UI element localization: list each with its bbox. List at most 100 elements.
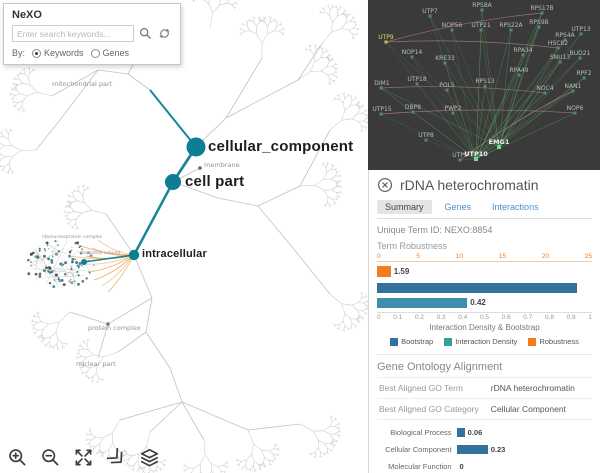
term-label-ribonucleoprotein-complex[interactable]: ribonucleoprotein complex (42, 234, 102, 240)
gene-label-PWP2[interactable]: PWP2 (445, 105, 462, 112)
network-node-RPS9B[interactable] (537, 25, 541, 29)
ontology-node-cluster[interactable] (81, 259, 87, 265)
network-node-RPA49[interactable] (517, 73, 521, 77)
network-node-RPS22A[interactable] (509, 28, 513, 32)
network-node-NOP14[interactable] (410, 55, 414, 59)
gene-label-NOC4[interactable]: NOC4 (536, 85, 553, 92)
network-node-UTP13[interactable] (579, 32, 583, 36)
network-node-EMG1[interactable] (497, 145, 501, 149)
node-label-cell-part[interactable]: cell part (185, 173, 245, 190)
gene-label-BUD21[interactable]: BUD21 (570, 50, 591, 57)
network-node-UTP18[interactable] (415, 82, 419, 86)
ontology-node-cell-part[interactable] (165, 174, 181, 190)
gene-label-DBP8[interactable]: DBP8 (405, 104, 421, 111)
gene-label-EMG1[interactable]: EMG1 (489, 138, 510, 146)
gene-label-RPS9B[interactable]: RPS9B (529, 19, 549, 26)
network-node-RPF2[interactable] (582, 76, 586, 80)
gene-label-RPA34[interactable]: RPA34 (513, 47, 532, 54)
network-node-RPS4A[interactable] (563, 38, 567, 42)
network-node-UTP5[interactable] (458, 158, 462, 162)
term-label-protein-complex[interactable]: protein complex (88, 324, 141, 332)
gene-network-panel[interactable]: UTP9 UTP7 RPS8A RPS17B NOP56 UTP21 RPS22A RPS9B… (368, 0, 600, 170)
gene-label-RPS17B[interactable]: RPS17B (530, 5, 553, 12)
term-label-membrane[interactable]: membrane (204, 161, 240, 169)
network-node-UTP10[interactable] (474, 157, 478, 161)
gene-label-RPA49[interactable]: RPA49 (509, 67, 528, 74)
term-label-ribosomal-subunit[interactable]: ribosomal subunit (80, 250, 121, 256)
network-node-DIM1[interactable] (379, 86, 383, 90)
network-node-POL5[interactable] (445, 88, 449, 92)
node-label-cellular-component[interactable]: cellular_component (208, 138, 354, 155)
network-node-DBP8[interactable] (411, 110, 415, 114)
gene-label-NOP6[interactable]: NOP6 (567, 105, 584, 112)
gene-label-POL5[interactable]: POL5 (439, 82, 455, 89)
fit-to-screen-button[interactable] (71, 445, 95, 469)
network-node-NAN1[interactable] (571, 89, 575, 93)
go-bar-zone: 0.23 (456, 444, 592, 454)
network-node-NOP6[interactable] (573, 111, 577, 115)
network-node-PWP2[interactable] (451, 111, 455, 115)
network-node-NOP56[interactable] (450, 28, 454, 32)
network-node-UTP7[interactable] (428, 14, 432, 18)
gene-label-HSC82[interactable]: HSC82 (548, 40, 568, 47)
gene-label-SNU13[interactable]: SNU13 (550, 54, 571, 61)
node-label-intracellular[interactable]: intracellular (142, 248, 207, 260)
gene-label-DIM1[interactable]: DIM1 (374, 80, 390, 87)
gene-label-UTP5[interactable]: UTP5 (452, 152, 468, 159)
gene-label-RPS22A[interactable]: RPS22A (499, 22, 523, 29)
gene-label-UTP18[interactable]: UTP18 (407, 76, 426, 83)
radio-genes-circle[interactable] (90, 48, 100, 58)
ontology-node-intracellular[interactable] (128, 249, 140, 261)
network-node-SNU13[interactable] (558, 60, 562, 64)
gene-label-UTP21[interactable]: UTP21 (471, 22, 490, 29)
gene-label-KRE33[interactable]: KRE33 (435, 55, 455, 62)
radio-keywords-circle[interactable] (32, 48, 42, 58)
radio-genes[interactable]: Genes (90, 48, 129, 58)
zoom-in-button[interactable] (5, 445, 29, 469)
gene-label-UTP7[interactable]: UTP7 (422, 8, 438, 15)
ontology-node-cellular-component[interactable] (186, 137, 206, 157)
network-node-RPS13[interactable] (483, 84, 487, 88)
network-node-KRE33[interactable] (443, 61, 447, 65)
gene-label-UTP13[interactable]: UTP13 (571, 26, 590, 33)
tab-genes[interactable]: Genes (444, 202, 472, 212)
radio-keywords[interactable]: Keywords (32, 48, 84, 58)
tick-label: 10 (455, 253, 463, 260)
network-node-UTP9[interactable] (384, 40, 388, 44)
gene-label-RPS8A[interactable]: RPS8A (472, 2, 492, 9)
refresh-icon[interactable] (157, 26, 172, 41)
network-node-RPS17B[interactable] (540, 11, 544, 15)
zoom-out-button[interactable] (38, 445, 62, 469)
gene-label-RPF2[interactable]: RPF2 (576, 70, 591, 77)
term-label-mitochondrial-part[interactable]: mitochondrial part (52, 80, 113, 88)
go-category-label: Molecular Function (388, 461, 452, 471)
network-node-HSC82[interactable] (556, 46, 560, 50)
gene-label-RPS4A[interactable]: RPS4A (555, 32, 575, 39)
fit-selection-button[interactable] (104, 445, 128, 469)
gene-label-NOP56[interactable]: NOP56 (442, 22, 463, 29)
tick-label: 20 (541, 253, 549, 260)
tab-summary[interactable]: Summary (377, 200, 432, 214)
network-node-UTP21[interactable] (479, 28, 483, 32)
gene-label-UTP9[interactable]: UTP9 (378, 34, 394, 41)
layers-button[interactable] (137, 445, 161, 469)
gene-label-UTP15[interactable]: UTP15 (372, 106, 391, 113)
ontology-canvas[interactable]: mitochondrial part membrane protein comple… (0, 0, 368, 473)
search-icon[interactable] (138, 26, 153, 41)
network-node-RPS8A[interactable] (480, 8, 484, 12)
gene-label-UTP10[interactable]: UTP10 (464, 150, 488, 158)
term-label-nuclear-part[interactable]: nuclear part (76, 360, 116, 368)
network-node-RPA34[interactable] (521, 53, 525, 57)
gene-label-UTP8[interactable]: UTP8 (418, 132, 434, 139)
gene-label-NAN1[interactable]: NAN1 (565, 83, 582, 90)
tab-interactions[interactable]: Interactions (492, 202, 539, 212)
close-button[interactable] (377, 177, 393, 193)
network-node-UTP15[interactable] (379, 112, 383, 116)
network-node-BUD21[interactable] (578, 56, 582, 60)
network-node-UTP8[interactable] (424, 138, 428, 142)
gene-label-RPS13[interactable]: RPS13 (475, 78, 494, 85)
network-node-NOC4[interactable] (543, 91, 547, 95)
search-input[interactable] (12, 25, 134, 42)
gene-label-NOP14[interactable]: NOP14 (402, 49, 423, 56)
